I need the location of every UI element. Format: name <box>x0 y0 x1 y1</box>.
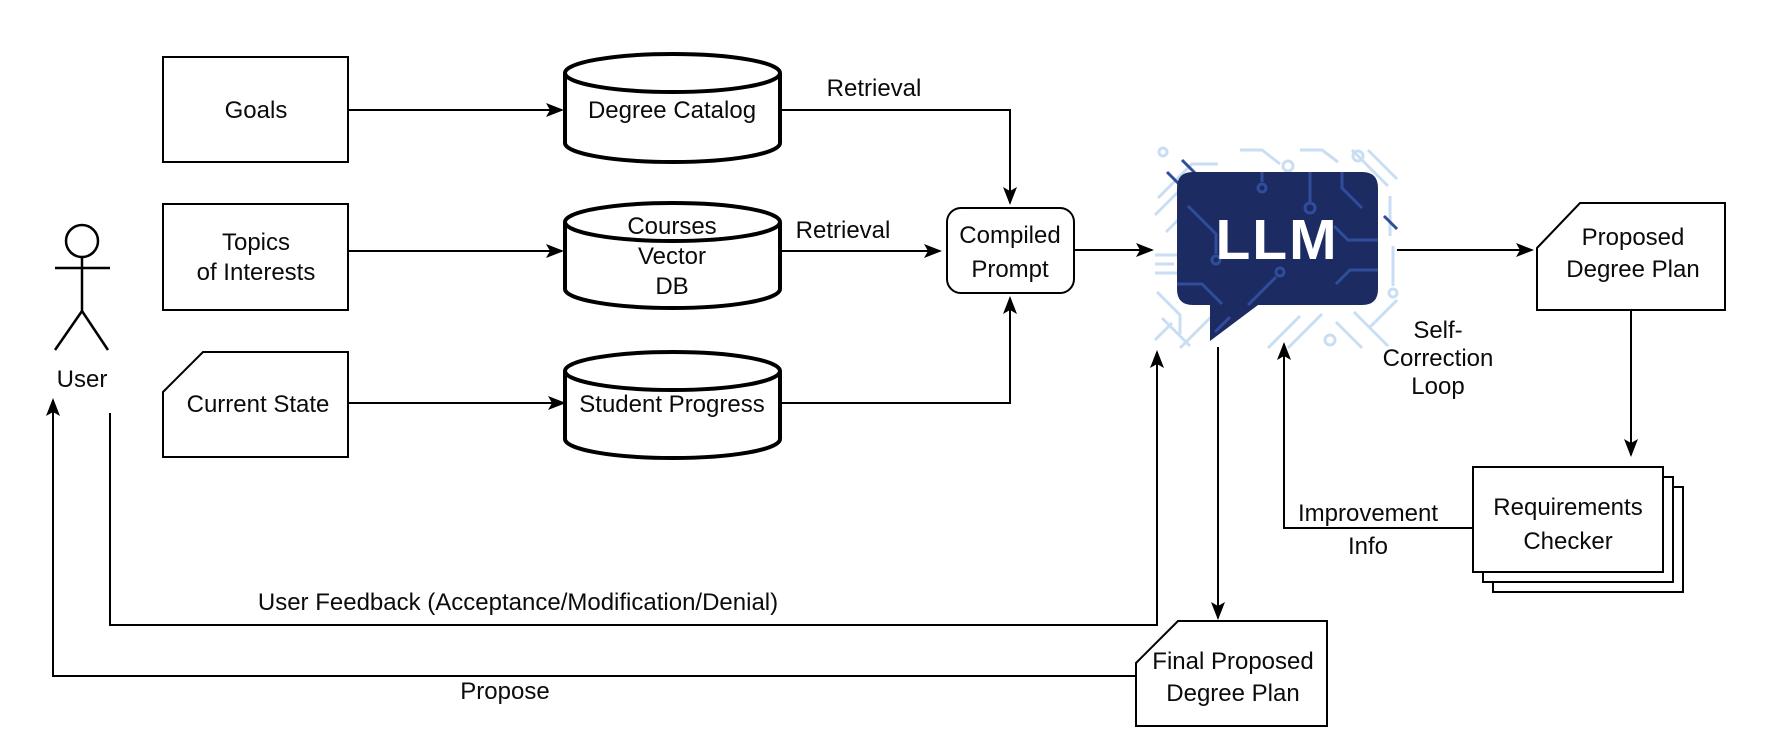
circuit-trace <box>1368 298 1399 329</box>
circuit-trace <box>1177 282 1224 306</box>
node-requirements-checker: Requirements Checker <box>1472 466 1684 593</box>
node-final-proposed-degree-plan: Final Proposed Degree Plan <box>1135 620 1328 727</box>
courses-db-cylinder-top <box>563 201 782 243</box>
degree-catalog-cylinder-top <box>563 52 782 94</box>
circuit-trace <box>1334 320 1364 350</box>
node-current-state: Current State <box>162 351 349 458</box>
improvement-info-label-line2: Info <box>1348 533 1388 560</box>
llm-circuit-pattern-inner <box>1177 172 1378 334</box>
circuit-trace <box>1332 224 1378 242</box>
user-head <box>64 223 100 259</box>
circuit-node <box>1256 182 1268 194</box>
circuit-trace <box>1178 314 1214 350</box>
node-degree-catalog-db: Degree Catalog <box>563 52 782 164</box>
self-correction-label-line1: Self- <box>1413 317 1462 344</box>
current-state-label: Current State <box>187 391 330 418</box>
compiled-prompt-label-line2: Prompt <box>971 256 1049 283</box>
circuit-node <box>1281 159 1295 173</box>
user-label: User <box>57 366 108 393</box>
edge-labels: Retrieval Retrieval Self- Correction Loo… <box>258 75 1493 705</box>
proposed-plan-label-line2: Degree Plan <box>1566 256 1699 283</box>
circuit-trace <box>1246 275 1278 307</box>
edge-student-progress-to-compiled-prompt <box>778 296 1017 404</box>
node-compiled-prompt: Compiled Prompt <box>946 207 1075 294</box>
courses-db-cylinder-body <box>563 222 782 310</box>
requirements-checker-label-line1: Requirements <box>1493 494 1642 521</box>
final-proposed-plan-box <box>1135 620 1328 727</box>
circuit-trace <box>1352 310 1390 348</box>
courses-db-label-line1: Courses <box>627 213 716 240</box>
circuit-node <box>1157 146 1169 158</box>
goals-label: Goals <box>225 97 288 124</box>
circuit-trace <box>1286 312 1324 350</box>
topics-label-line2: of Interests <box>197 259 316 286</box>
topics-box <box>162 203 349 311</box>
self-correction-label-line2: Correction <box>1383 345 1494 372</box>
circuit-trace <box>1350 148 1390 188</box>
circuit-trace <box>1366 148 1399 181</box>
user-feedback-label: User Feedback (Acceptance/Modification/D… <box>258 589 778 616</box>
final-plan-label-line2: Degree Plan <box>1166 680 1299 707</box>
proposed-degree-plan-box <box>1536 202 1726 311</box>
user-actor: User <box>53 223 110 393</box>
circuit-trace <box>1240 148 1281 166</box>
requirements-checker-box <box>1472 466 1664 573</box>
current-state-box <box>162 351 349 458</box>
compiled-prompt-label-line1: Compiled <box>959 222 1060 249</box>
courses-db-label-line2: Vector <box>638 243 706 270</box>
edge-propose <box>46 398 1136 677</box>
topics-label-line1: Topics <box>222 229 290 256</box>
circuit-trace <box>1186 204 1218 254</box>
circuit-trace <box>1155 290 1182 334</box>
node-courses-vector-db: Courses Vector DB <box>563 201 782 310</box>
circuit-trace <box>1266 314 1302 350</box>
node-proposed-degree-plan: Proposed Degree Plan <box>1536 202 1726 311</box>
circuit-node <box>1274 266 1286 278</box>
llm-node: LLM <box>1153 146 1399 350</box>
circuit-trace <box>1155 253 1181 275</box>
edges <box>46 103 1638 677</box>
student-progress-cylinder-body <box>563 371 782 460</box>
circuit-trace <box>1334 268 1378 286</box>
degree-catalog-label: Degree Catalog <box>588 97 756 124</box>
student-progress-cylinder-top <box>563 350 782 392</box>
circuit-trace <box>1213 315 1232 334</box>
circuit-trace <box>1340 172 1364 210</box>
requirements-checker-label-line2: Checker <box>1523 528 1612 555</box>
llm-label: LLM <box>1215 208 1338 272</box>
llm-speech-bubble <box>1177 172 1378 341</box>
circuit-trace <box>1382 214 1399 231</box>
edge-degree-catalog-to-compiled-prompt <box>780 109 1017 205</box>
circuit-trace <box>1153 321 1174 342</box>
node-topics-of-interests: Topics of Interests <box>162 203 349 311</box>
circuit-node <box>1210 254 1222 266</box>
edge-user-feedback <box>109 350 1164 626</box>
edge-requirements-checker-to-llm <box>1277 342 1473 529</box>
circuit-trace <box>1156 162 1218 200</box>
circuit-node <box>1323 333 1337 347</box>
circuit-node <box>1387 287 1399 299</box>
propose-label: Propose <box>460 678 549 705</box>
circuit-node <box>1303 201 1317 215</box>
student-progress-label: Student Progress <box>579 391 764 418</box>
courses-db-label-line3: DB <box>655 273 688 300</box>
node-goals: Goals <box>162 56 349 163</box>
self-correction-label-line3: Loop <box>1411 373 1464 400</box>
improvement-info-label-line1: Improvement <box>1298 500 1438 527</box>
node-student-progress-db: Student Progress <box>563 350 782 460</box>
degree-catalog-cylinder-body <box>563 73 782 164</box>
proposed-plan-label-line1: Proposed <box>1582 224 1685 251</box>
user-legs <box>53 308 110 351</box>
circuit-node <box>1351 149 1365 163</box>
retrieval-label-courses: Retrieval <box>796 217 891 244</box>
retrieval-label-catalog: Retrieval <box>827 75 922 102</box>
compiled-prompt-box <box>946 207 1075 294</box>
circuit-trace <box>1300 148 1339 164</box>
final-plan-label-line1: Final Proposed <box>1152 648 1313 675</box>
goals-box <box>162 56 349 163</box>
